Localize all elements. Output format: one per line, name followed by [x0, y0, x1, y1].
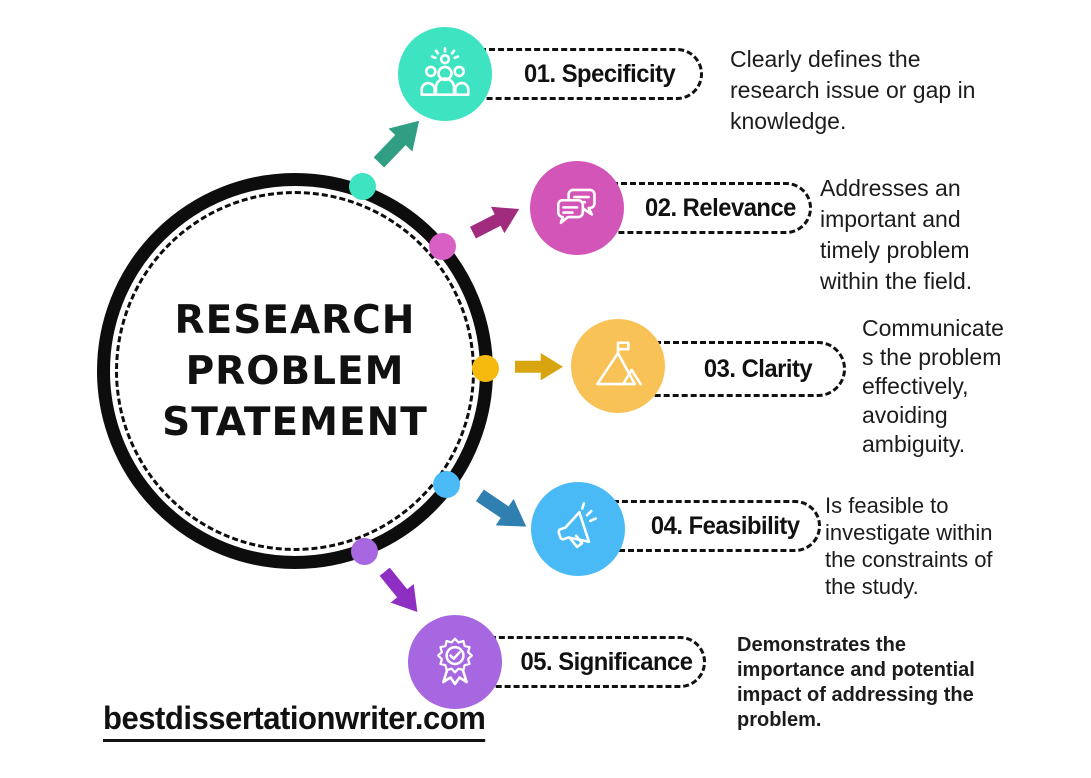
- team-icon: [420, 46, 470, 96]
- megaphone-icon: [557, 502, 597, 549]
- arrow-icon-specificity: [373, 120, 420, 168]
- item-label: 01. Specificity: [524, 59, 676, 88]
- arrow-shape: [379, 567, 418, 613]
- item-icon-circle-significance: [408, 615, 502, 709]
- item-icon-circle-feasibility: [531, 482, 625, 576]
- ring-dot-clarity: [472, 355, 499, 382]
- arrow-icon-significance: [379, 567, 418, 613]
- item-description-specificity: Clearly defines the research issue or ga…: [730, 46, 976, 134]
- item-description-feasibility: Is feasible to investigate within the co…: [825, 493, 993, 599]
- item-label: 02. Relevance: [645, 193, 796, 222]
- item-description-significance: Demonstrates the importance and potentia…: [737, 634, 975, 731]
- arrow-shape: [373, 120, 420, 168]
- mountain-flag-icon: [596, 341, 642, 386]
- item-description-clarity: Communicate s the problem effectively, a…: [862, 315, 1004, 457]
- item-label: 03. Clarity: [703, 354, 813, 383]
- ring-dot-relevance: [429, 233, 456, 260]
- arrow-shape: [475, 489, 527, 527]
- item-label: 04. Feasibility: [651, 511, 800, 540]
- item-icon-circle-specificity: [398, 27, 492, 121]
- item-label: 05. Significance: [520, 647, 693, 676]
- page-title: RESEARCH PROBLEM STATEMENT: [162, 297, 428, 445]
- website-link[interactable]: bestdissertationwriter.com: [103, 700, 486, 742]
- ring-dot-specificity: [349, 173, 376, 200]
- ring-dot-significance: [351, 538, 378, 565]
- ring-dot-feasibility: [433, 471, 460, 498]
- arrow-shape: [469, 206, 520, 239]
- award-badge-icon: [437, 637, 473, 686]
- arrow-shape: [515, 353, 563, 381]
- item-icon-circle-relevance: [530, 161, 624, 255]
- item-icon-circle-clarity: [571, 319, 665, 413]
- item-description-relevance: Addresses an important and timely proble…: [820, 175, 973, 294]
- arrow-icon-clarity: [515, 353, 563, 381]
- arrow-icon-feasibility: [475, 489, 527, 527]
- arrow-icon-relevance: [469, 206, 520, 239]
- chat-bubbles-icon: [556, 188, 596, 225]
